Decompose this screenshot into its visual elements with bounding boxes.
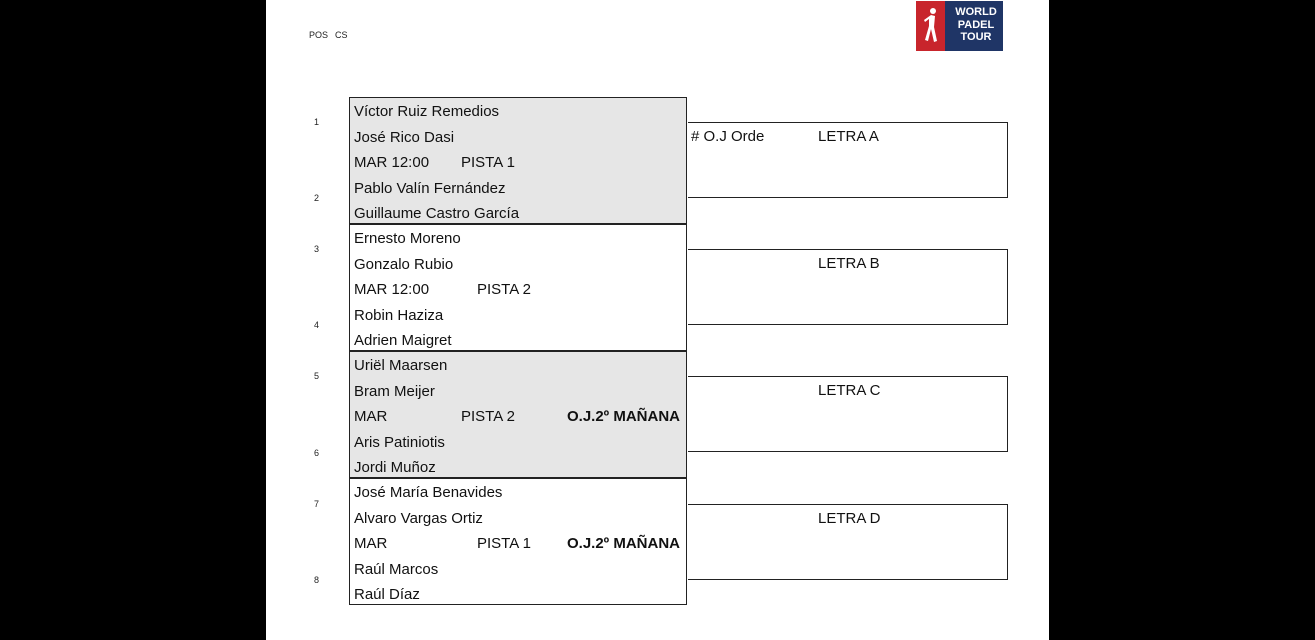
player-name: Jordi Muñoz — [354, 459, 436, 476]
player-silhouette-icon — [924, 8, 937, 42]
player-name: Gonzalo Rubio — [354, 256, 454, 273]
match-court: PISTA 1 — [461, 154, 515, 171]
result-letter: LETRA C — [818, 382, 881, 399]
result-box-b: LETRA B — [688, 249, 1008, 325]
logo-text: WORLD PADEL TOUR — [950, 6, 1002, 44]
match-day-time: MAR 12:00 — [354, 281, 430, 298]
player-name: Robin Haziza — [354, 307, 444, 324]
position-number: 4 — [314, 320, 320, 330]
position-number: 5 — [314, 371, 320, 381]
player-name: Alvaro Vargas Ortiz — [354, 510, 483, 527]
world-padel-tour-logo: WORLD PADEL TOUR — [916, 1, 1003, 51]
logo-line-3: TOUR — [960, 31, 992, 43]
result-prefix: # O.J Orde — [691, 128, 765, 145]
player-name: Pablo Valín Fernández — [354, 180, 506, 197]
draw-sheet: POS CS WORLD PADEL TOUR 1 2 3 4 5 6 7 8 … — [266, 0, 1049, 640]
position-number: 2 — [314, 193, 320, 203]
match-day-time: MAR — [354, 408, 388, 425]
player-name: Aris Patiniotis — [354, 434, 445, 451]
position-number: 3 — [314, 244, 320, 254]
logo-line-2: PADEL — [957, 18, 995, 31]
player-name: Adrien Maigret — [354, 332, 452, 349]
position-number: 6 — [314, 448, 320, 458]
match-day-time: MAR — [354, 535, 388, 552]
match-note: O.J.2º MAÑANA — [567, 408, 680, 425]
match-day-time: MAR 12:00 — [354, 154, 430, 171]
player-name: Raúl Díaz — [354, 586, 420, 603]
player-name: José María Benavides — [354, 484, 503, 501]
cs-header: CS — [335, 30, 348, 40]
logo-line-1: WORLD — [955, 6, 997, 18]
match-block-2: Ernesto Moreno Gonzalo Rubio MAR 12:00 P… — [349, 224, 687, 351]
result-letter: LETRA A — [818, 128, 879, 145]
result-box-c: LETRA C — [688, 376, 1008, 452]
player-name: Ernesto Moreno — [354, 230, 461, 247]
match-note: O.J.2º MAÑANA — [567, 535, 680, 552]
result-letter: LETRA D — [818, 510, 881, 527]
player-name: Uriël Maarsen — [354, 357, 448, 374]
result-box-d: LETRA D — [688, 504, 1008, 580]
player-name: Guillaume Castro García — [354, 205, 520, 222]
match-court: PISTA 2 — [461, 408, 515, 425]
pos-header: POS — [309, 30, 329, 40]
player-name: Víctor Ruiz Remedios — [354, 103, 500, 120]
result-letter: LETRA B — [818, 255, 880, 272]
result-box-a: # O.J Orde LETRA A — [688, 122, 1008, 198]
player-name: Bram Meijer — [354, 383, 435, 400]
player-name: José Rico Dasi — [354, 129, 455, 146]
position-number: 7 — [314, 499, 320, 509]
match-block-1: Víctor Ruiz Remedios José Rico Dasi MAR … — [349, 97, 687, 224]
position-number: 8 — [314, 575, 320, 585]
match-court: PISTA 2 — [477, 281, 531, 298]
match-block-4: José María Benavides Alvaro Vargas Ortiz… — [349, 478, 687, 605]
match-block-3: Uriël Maarsen Bram Meijer MAR PISTA 2 O.… — [349, 351, 687, 478]
match-court: PISTA 1 — [477, 535, 531, 552]
player-name: Raúl Marcos — [354, 561, 439, 578]
position-number: 1 — [314, 117, 320, 127]
